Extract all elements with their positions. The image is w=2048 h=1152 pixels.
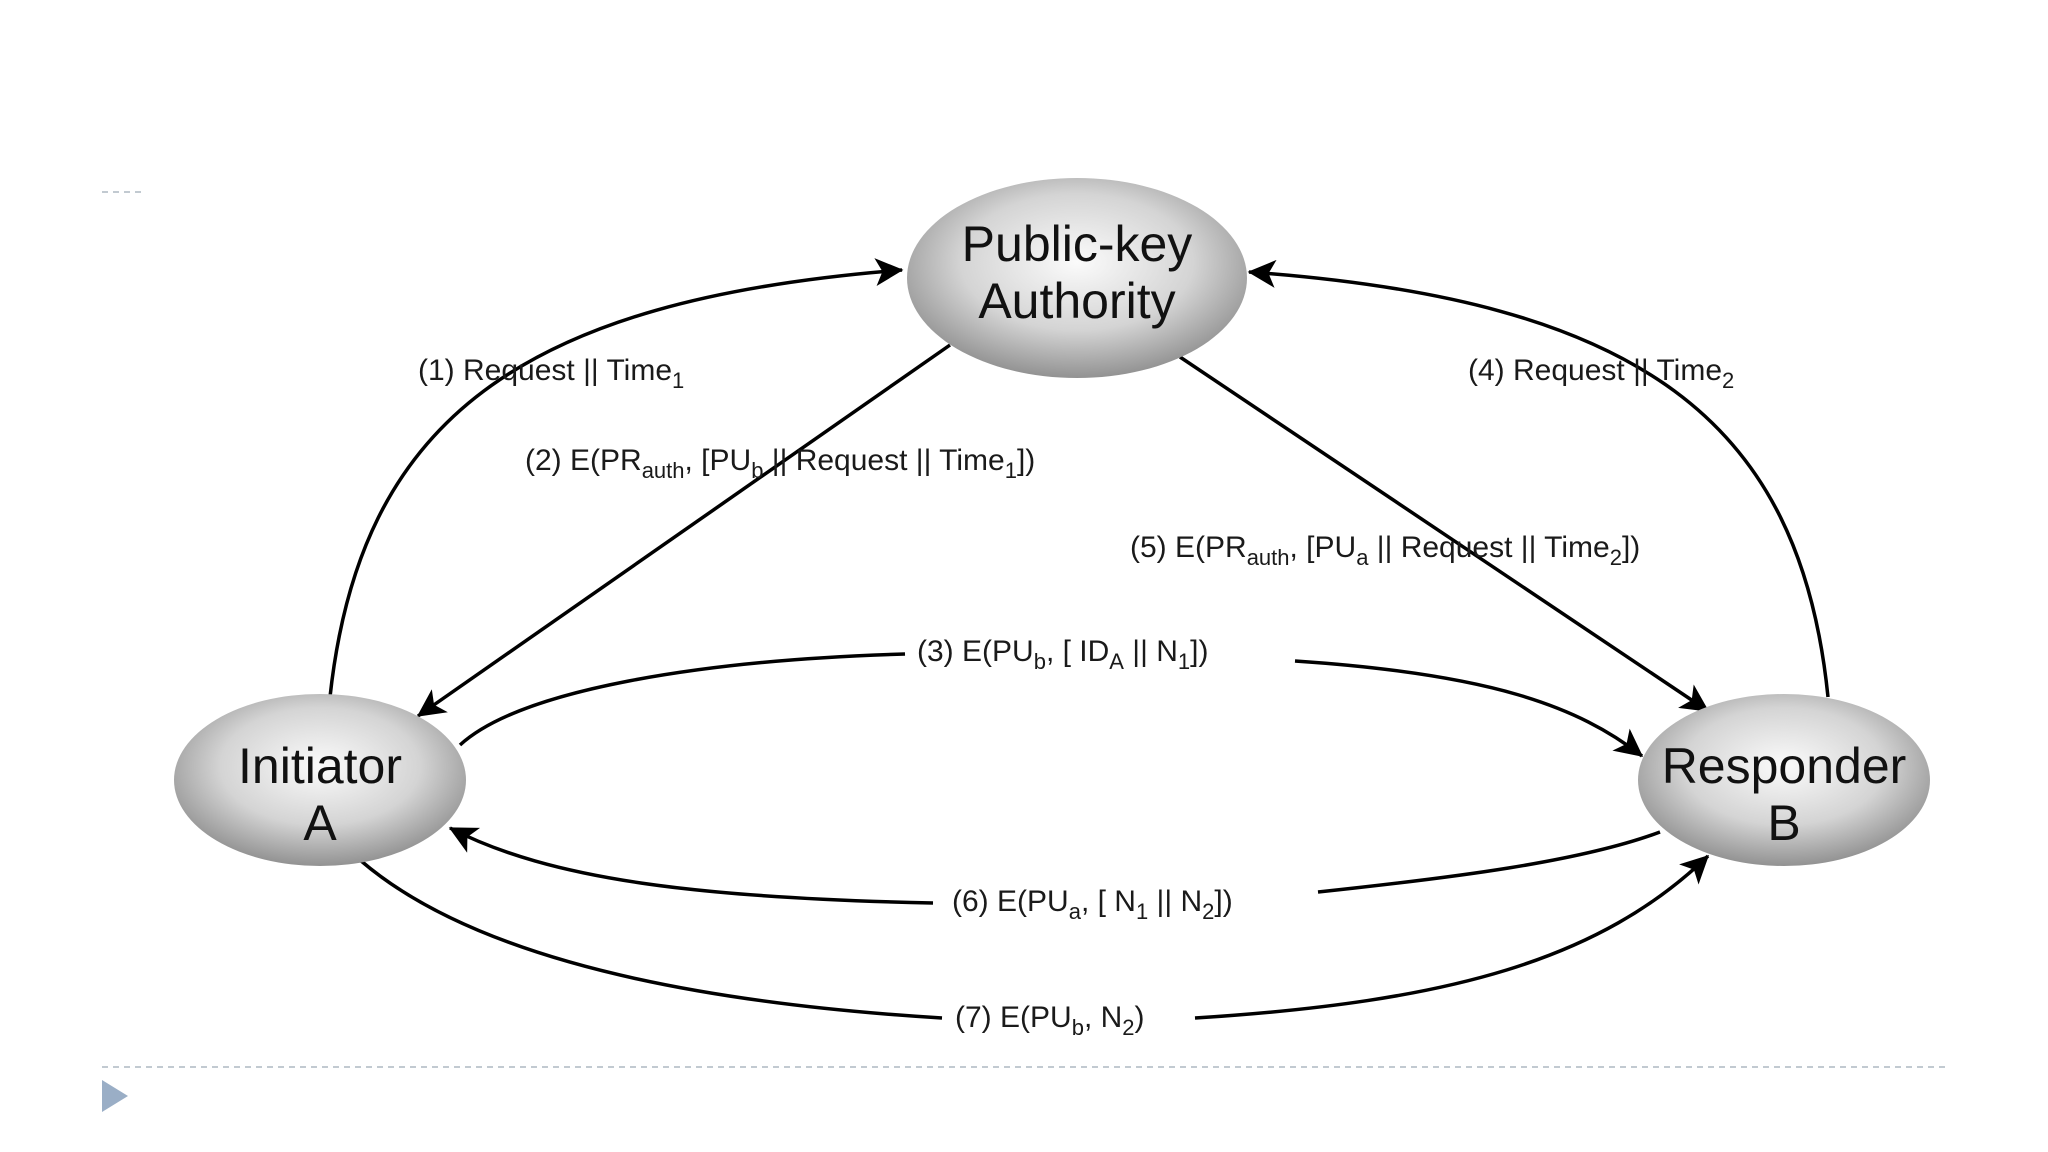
node-responder-b: Responder B [1638, 694, 1930, 866]
arrow-4-b-to-authority [1247, 259, 1830, 698]
authority-label-line2: Authority [978, 273, 1175, 329]
message-7-label: (7) E(PUb, N2) [955, 1001, 1145, 1040]
arrow-1-a-to-authority [328, 258, 904, 698]
arrow-6-b-to-a-part1 [1317, 830, 1661, 894]
arrow-3-a-to-b-part1 [458, 652, 906, 747]
message-6-label: (6) E(PUa, [ N1 || N2]) [952, 885, 1233, 924]
initiator-label-line1: Initiator [238, 738, 402, 794]
message-2-label: (2) E(PRauth, [PUb || Request || Time1]) [525, 444, 1035, 483]
message-1-label: (1) Request || Time1 [418, 354, 684, 393]
message-3-label: (3) E(PUb, [ IDA || N1]) [917, 635, 1208, 674]
message-4-label: (4) Request || Time2 [1468, 354, 1734, 393]
triangle-bullet-icon [102, 1080, 128, 1112]
arrow-3-a-to-b-part2 [1294, 659, 1644, 758]
responder-label-line2: B [1767, 795, 1800, 851]
initiator-label-line2: A [303, 795, 337, 851]
arrow-7-a-to-b-part1 [358, 858, 943, 1020]
node-public-key-authority: Public-key Authority [907, 178, 1247, 378]
arrow-6-b-to-a-part2 [448, 826, 934, 905]
responder-label-line1: Responder [1662, 738, 1907, 794]
arrow-2-authority-to-a [416, 343, 952, 718]
arrow-7-a-to-b-part2 [1194, 854, 1710, 1020]
authority-label-line1: Public-key [962, 216, 1193, 272]
arrow-5-authority-to-b [1179, 355, 1710, 713]
message-5-label: (5) E(PRauth, [PUa || Request || Time2]) [1130, 531, 1640, 570]
node-initiator-a: Initiator A [174, 694, 466, 866]
